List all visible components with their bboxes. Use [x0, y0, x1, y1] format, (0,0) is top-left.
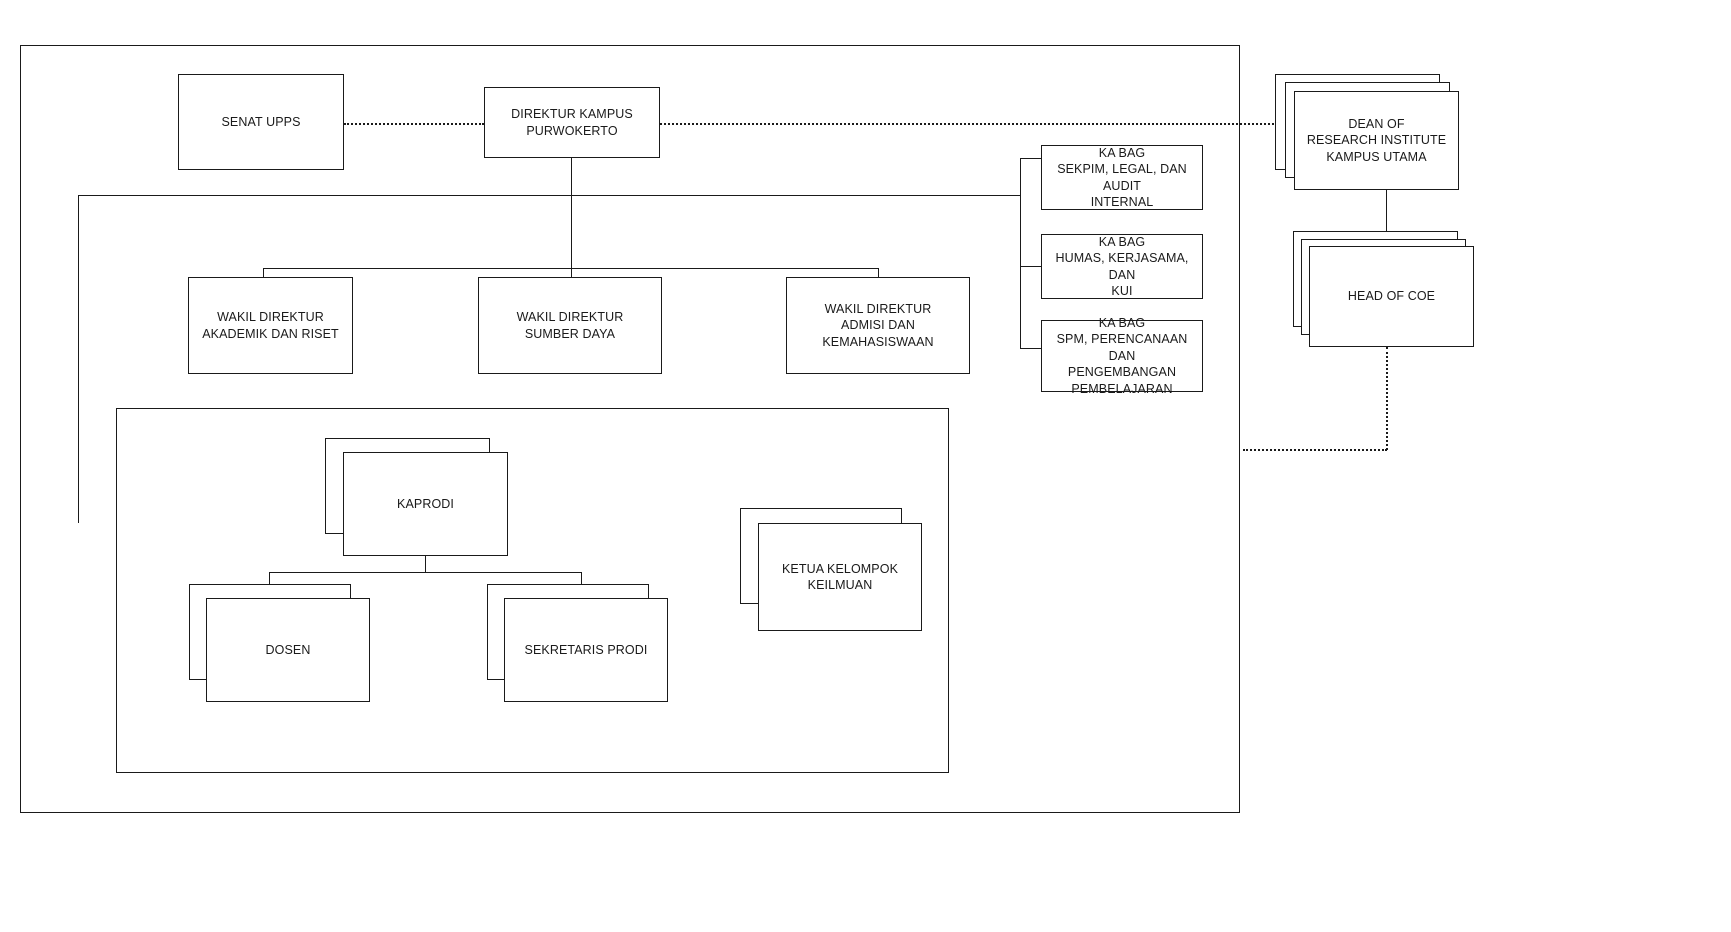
connector-kabag-humas-stub [1020, 266, 1041, 267]
node-dean-of-research-institute-kampus-utama[interactable]: DEAN OF RESEARCH INSTITUTE KAMPUS UTAMA [1294, 91, 1459, 190]
node-sekretaris-prodi-label: SEKRETARIS PRODI [524, 642, 648, 657]
connector-direktur-to-dean-dotted [660, 123, 1294, 125]
connector-head-of-coe-dotted-vertical [1386, 347, 1388, 450]
connector-wakil-sumberdaya-drop [571, 268, 572, 278]
node-dean-of-research-institute-kampus-utama-label: DEAN OF RESEARCH INSTITUTE KAMPUS UTAMA [1306, 116, 1447, 164]
connector-kabag-right-riser [1020, 158, 1021, 348]
connector-kabag-sekpim-stub [1020, 158, 1041, 159]
node-senat-upps-label: SENAT UPPS [221, 114, 301, 129]
connector-wakil-admisi-drop [878, 268, 879, 278]
connector-wakil-bus [263, 268, 878, 269]
node-head-of-coe-label: HEAD OF COE [1347, 289, 1436, 304]
node-direktur-kampus-purwokerto-label: DIREKTUR KAMPUS PURWOKERTO [511, 107, 633, 138]
node-ka-bag-spm-perencanaan-pengembangan-pembelajaran-label: KA BAG SPM, PERENCANAAN DAN PENGEMBANGAN… [1056, 315, 1188, 396]
connector-kabag-spm-stub [1020, 348, 1041, 349]
connector-wakil-akademik-drop [263, 268, 264, 278]
node-ketua-kelompok-keilmuan[interactable]: KETUA KELOMPOK KEILMUAN [758, 523, 922, 631]
connector-head-of-coe-dotted-horizontal [1243, 449, 1387, 451]
connector-kabag-top-bus [78, 195, 1021, 196]
node-ka-bag-spm-perencanaan-pengembangan-pembelajaran[interactable]: KA BAG SPM, PERENCANAAN DAN PENGEMBANGAN… [1041, 316, 1203, 396]
node-kaprodi-label: KAPRODI [397, 496, 454, 511]
connector-sekretaris-prodi-drop [581, 572, 582, 584]
prodi-group-container [116, 408, 949, 773]
node-direktur-kampus-purwokerto[interactable]: DIREKTUR KAMPUS PURWOKERTO [484, 87, 660, 158]
connector-senat-to-direktur-dotted [344, 123, 484, 125]
node-wakil-direktur-admisi-dan-kemahasiswaan-label: WAKIL DIREKTUR ADMISI DAN KEMAHASISWAAN [822, 301, 934, 349]
node-sekretaris-prodi[interactable]: SEKRETARIS PRODI [504, 598, 668, 702]
node-wakil-direktur-admisi-dan-kemahasiswaan[interactable]: WAKIL DIREKTUR ADMISI DAN KEMAHASISWAAN [786, 277, 970, 374]
node-dosen[interactable]: DOSEN [206, 598, 370, 702]
node-head-of-coe[interactable]: HEAD OF COE [1309, 246, 1474, 347]
connector-kaprodi-children-bus [269, 572, 581, 573]
node-ketua-kelompok-keilmuan-label: KETUA KELOMPOK KEILMUAN [781, 561, 899, 593]
node-wakil-direktur-akademik-dan-riset-label: WAKIL DIREKTUR AKADEMIK DAN RISET [202, 310, 339, 341]
node-senat-upps[interactable]: SENAT UPPS [178, 74, 344, 170]
node-kaprodi[interactable]: KAPRODI [343, 452, 508, 556]
node-ka-bag-humas-kerjasama-kui-label: KA BAG HUMAS, KERJASAMA, DAN KUI [1055, 234, 1189, 299]
node-ka-bag-sekpim-legal-audit-internal-label: KA BAG SEKPIM, LEGAL, DAN AUDIT INTERNAL [1057, 145, 1187, 210]
connector-kaprodi-vertical [425, 556, 426, 572]
node-dosen-label: DOSEN [265, 642, 311, 657]
node-wakil-direktur-sumber-daya-label: WAKIL DIREKTUR SUMBER DAYA [516, 310, 624, 341]
connector-kabag-left-riser [78, 195, 79, 523]
connector-dosen-drop [269, 572, 270, 584]
node-ka-bag-humas-kerjasama-kui[interactable]: KA BAG HUMAS, KERJASAMA, DAN KUI [1041, 234, 1203, 299]
node-ka-bag-sekpim-legal-audit-internal[interactable]: KA BAG SEKPIM, LEGAL, DAN AUDIT INTERNAL [1041, 145, 1203, 210]
connector-dean-to-head-of-coe [1386, 190, 1387, 246]
connector-direktur-vertical [571, 158, 572, 268]
kampus-purwokerto-container [20, 45, 1240, 813]
node-wakil-direktur-sumber-daya[interactable]: WAKIL DIREKTUR SUMBER DAYA [478, 277, 662, 374]
node-wakil-direktur-akademik-dan-riset[interactable]: WAKIL DIREKTUR AKADEMIK DAN RISET [188, 277, 353, 374]
